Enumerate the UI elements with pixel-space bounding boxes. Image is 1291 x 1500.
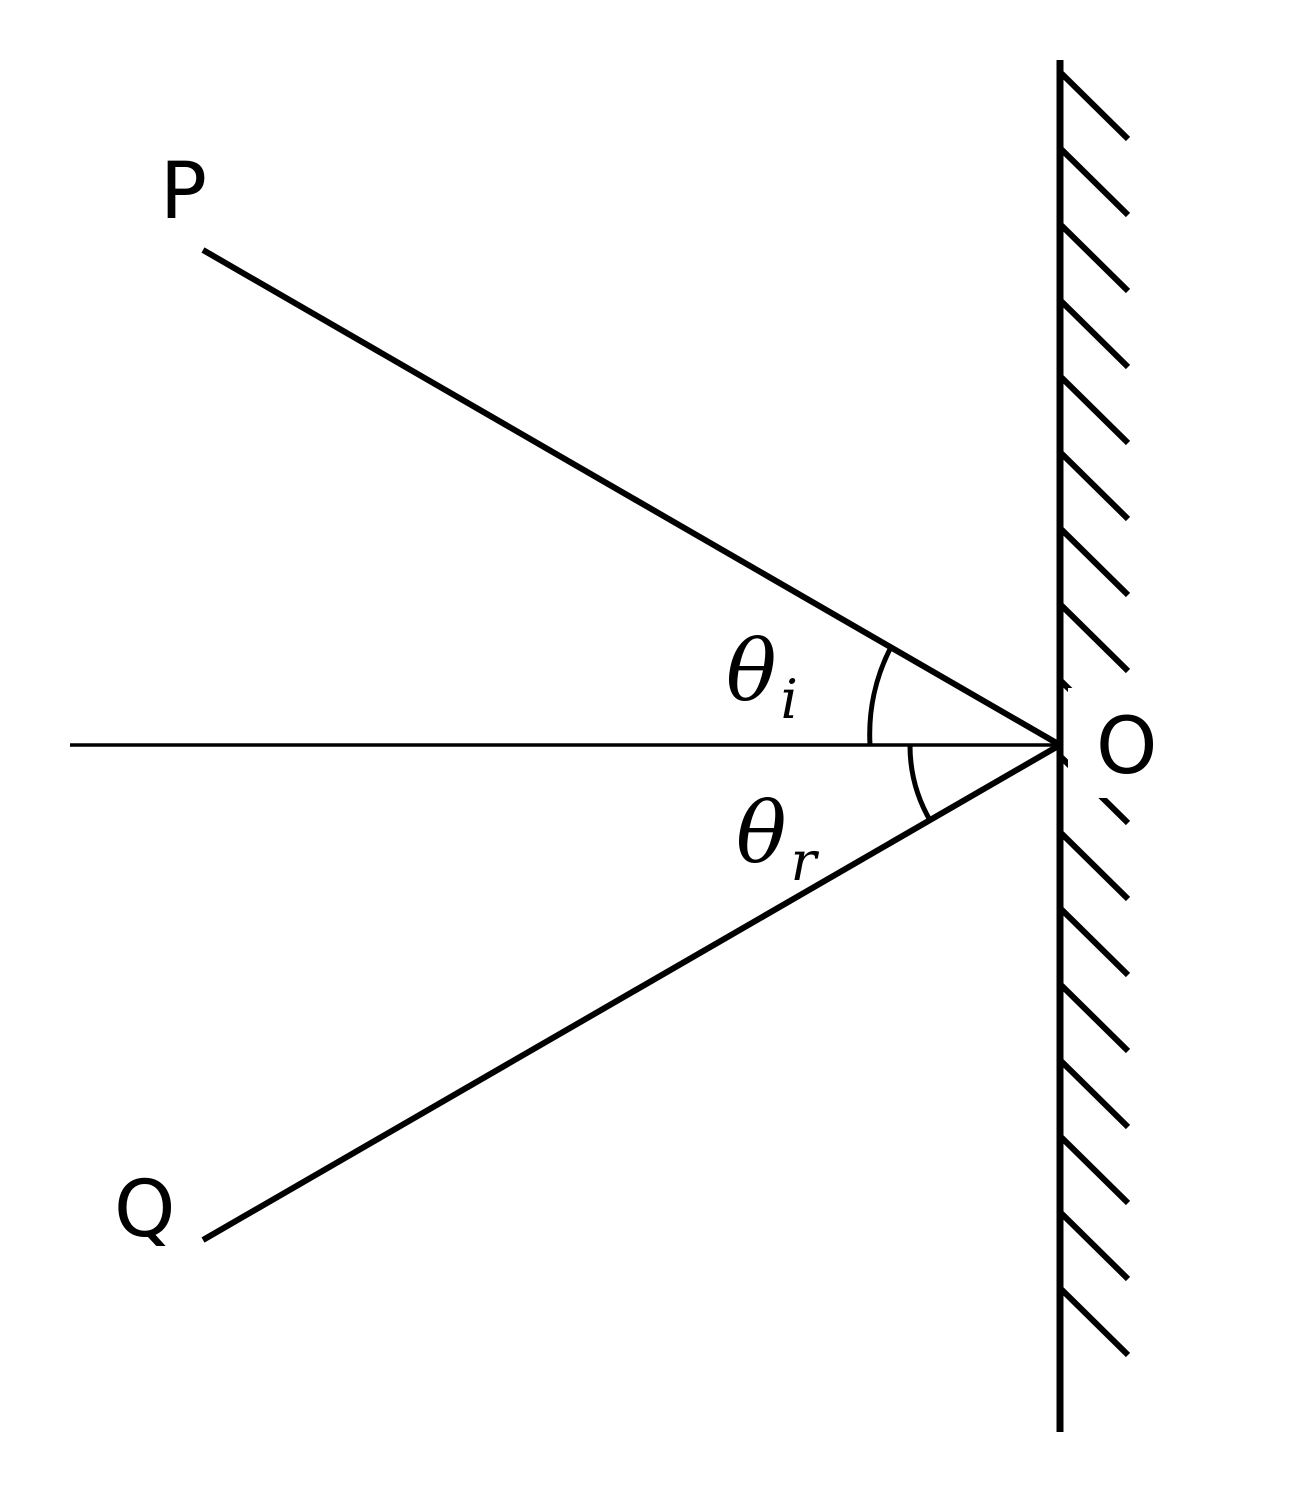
hatch-mark: [1057, 145, 1131, 218]
hatch-mark: [1057, 1057, 1131, 1130]
hatch-mark: [1057, 1133, 1131, 1206]
hatch-mark: [1057, 297, 1131, 370]
hatch-mark: [1057, 829, 1131, 902]
hatch-mark: [1057, 221, 1131, 294]
hatch-mark: [1057, 981, 1131, 1054]
incident-ray: [201, 247, 1062, 748]
hatch-mark: [1057, 601, 1131, 674]
hatch-mark: [1057, 905, 1131, 978]
point-q-label: Q: [114, 1165, 175, 1255]
incidence-angle-arc: [867, 645, 894, 746]
theta-r-symbol: θ: [736, 784, 787, 882]
hatch-mark: [1057, 373, 1131, 446]
point-o-backing: [1068, 688, 1168, 798]
hatch-mark: [1057, 1209, 1131, 1282]
theta-i-subscript: i: [781, 668, 798, 731]
reflected-ray: [201, 742, 1062, 1243]
theta-r-label: θr: [736, 784, 820, 893]
theta-r-subscript: r: [791, 830, 820, 893]
theta-i-symbol: θ: [726, 622, 777, 720]
hatch-mark: [1057, 525, 1131, 598]
theta-i-label: θi: [726, 622, 798, 731]
hatch-mark: [1057, 449, 1131, 522]
reflection-angle-arc: [907, 744, 934, 824]
point-o-label: O: [1096, 702, 1157, 792]
hatch-mark: [1057, 69, 1131, 142]
hatch-mark: [1057, 1285, 1131, 1358]
point-p-label: P: [160, 147, 207, 237]
